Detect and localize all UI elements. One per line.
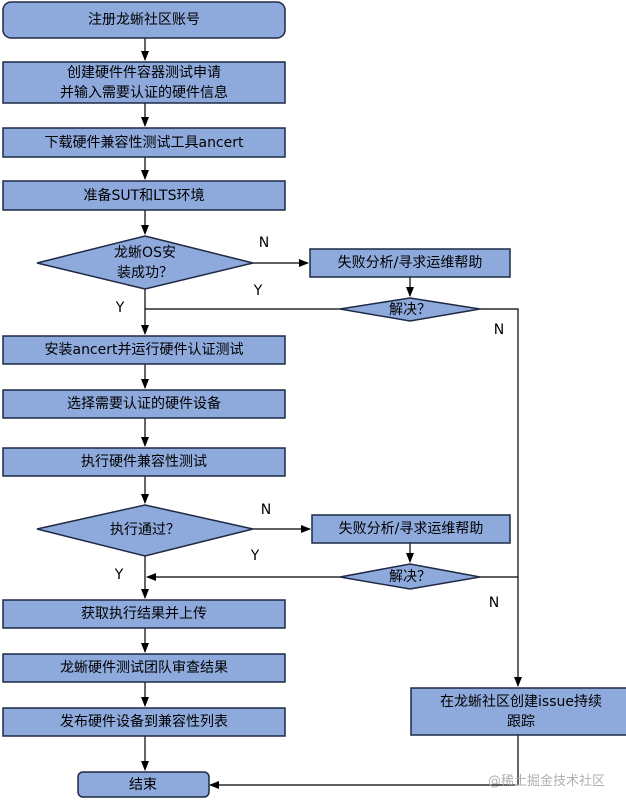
- edge-label-exec-no: N: [261, 502, 271, 518]
- node-solved-1: [339, 297, 481, 322]
- edge-issue-end: [209, 735, 519, 789]
- node-apply: [2, 61, 286, 104]
- label-exec-decision: 执行通过？: [110, 522, 180, 538]
- label-issue-line1: 在龙蜥社区创建issue持续: [440, 693, 602, 710]
- label-install-run: 安装ancert并运行硬件认证测试: [44, 342, 243, 358]
- node-os-decision: [36, 235, 254, 290]
- label-fail-help-1: 失败分析/寻求运维帮助: [338, 255, 483, 271]
- label-register: 注册龙蜥社区账号: [88, 12, 200, 28]
- node-solved-2: [339, 563, 481, 590]
- watermark: @稀土掘金技术社区: [488, 774, 606, 789]
- label-review: 龙蜥硬件测试团队审查结果: [60, 660, 228, 676]
- node-exec-test: [2, 447, 286, 477]
- node-select-device: [2, 389, 286, 419]
- label-end: 结束: [129, 777, 157, 793]
- node-upload: [2, 599, 286, 629]
- edge-label-exec-yes: Y: [114, 567, 124, 583]
- node-prepare: [2, 180, 286, 211]
- edge-label-solved2-no: N: [489, 595, 499, 611]
- edge-label-solved1-no: N: [494, 322, 504, 338]
- label-exec-test: 执行硬件兼容性测试: [81, 453, 207, 470]
- node-end: [77, 771, 210, 798]
- edge-label-os-no: N: [259, 235, 269, 251]
- node-install-run: [2, 335, 286, 365]
- edge-label-solved2-yes: Y: [250, 548, 260, 564]
- label-issue-line2: 跟踪: [507, 714, 535, 730]
- node-review: [2, 653, 286, 683]
- node-fail-help-1: [309, 248, 511, 278]
- edge-solved1-issue: [480, 308, 522, 687]
- label-solved-2: 解决？: [389, 569, 431, 585]
- label-os-decision-line1: 龙蜥OS安: [114, 245, 176, 261]
- node-issue: [410, 687, 626, 736]
- label-prepare: 准备SUT和LTS环境: [84, 187, 205, 204]
- node-fail-help-2: [311, 514, 511, 544]
- label-publish: 发布硬件设备到兼容性列表: [60, 713, 228, 730]
- label-fail-help-2: 失败分析/寻求运维帮助: [339, 521, 484, 537]
- label-download: 下载硬件兼容性测试工具ancert: [44, 134, 244, 151]
- label-upload: 获取执行结果并上传: [81, 606, 207, 622]
- node-publish: [2, 707, 286, 737]
- node-register: [2, 1, 286, 39]
- node-download: [2, 127, 286, 158]
- label-solved-1: 解决？: [389, 302, 431, 318]
- node-exec-decision: [36, 504, 254, 557]
- edge-label-solved1-yes: Y: [253, 283, 263, 299]
- label-os-decision-line2: 装成功？: [117, 265, 173, 281]
- label-apply-line1: 创建硬件件容器测试申请: [67, 64, 221, 81]
- label-select-device: 选择需要认证的硬件设备: [67, 395, 221, 412]
- edge-label-os-yes: Y: [115, 300, 125, 316]
- label-apply-line2: 并输入需要认证的硬件信息: [60, 84, 228, 101]
